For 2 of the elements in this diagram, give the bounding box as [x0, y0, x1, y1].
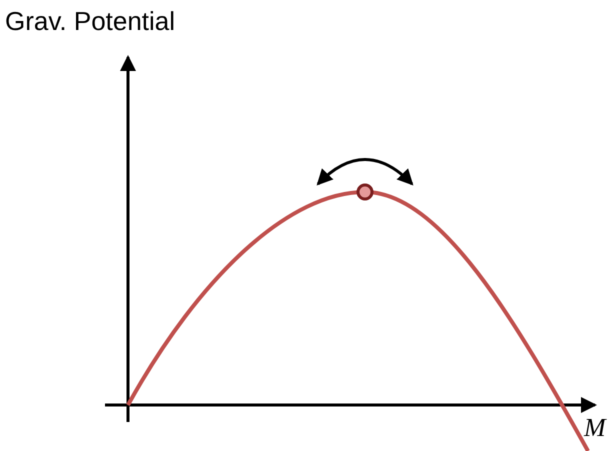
axis-label: M — [584, 413, 606, 443]
axis-label: Grav. Potential — [5, 6, 176, 37]
